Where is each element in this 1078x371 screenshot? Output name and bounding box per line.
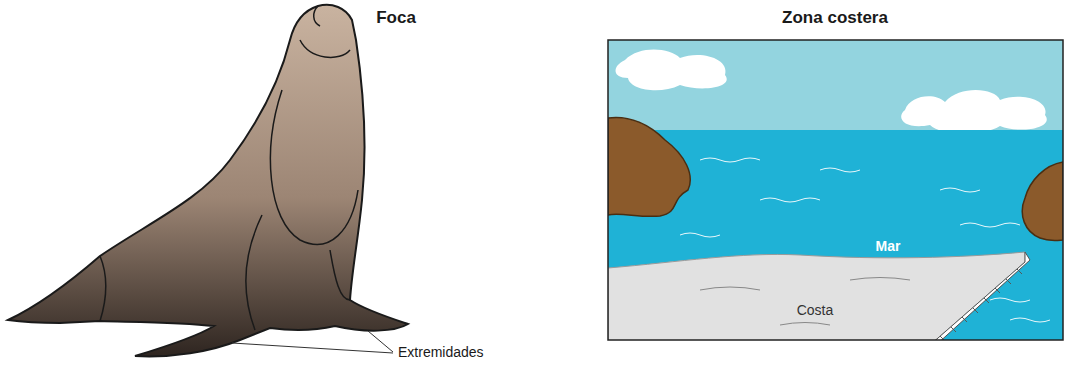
leader-line: [232, 343, 393, 353]
leader-line: [368, 331, 393, 352]
seal-snout-line: [314, 6, 320, 26]
figure-title: Foca: [376, 8, 416, 28]
coast-marks: [700, 278, 910, 326]
coast-land: [608, 252, 1025, 340]
coast-edge-marks: [940, 269, 1022, 340]
seal-neck-line: [300, 40, 350, 57]
rock: [608, 117, 690, 216]
seal-body: [8, 5, 408, 357]
coast-scene: [608, 40, 1063, 340]
part-label: Mar: [876, 238, 901, 254]
figure-title: Zona costera: [782, 8, 888, 28]
scene-frame: [608, 40, 1063, 340]
seal-flipper-line: [246, 215, 262, 330]
cloud: [901, 90, 1047, 134]
part-label: Extremidades: [398, 344, 484, 360]
seal-flipper-line: [330, 250, 350, 300]
seal-hind-line: [100, 256, 106, 321]
seal-figure: [8, 5, 408, 357]
rock: [1022, 162, 1063, 241]
seal-chest-line: [270, 90, 358, 244]
cloud: [616, 50, 727, 91]
part-label: Costa: [797, 302, 834, 318]
coast-edge: [930, 252, 1030, 340]
